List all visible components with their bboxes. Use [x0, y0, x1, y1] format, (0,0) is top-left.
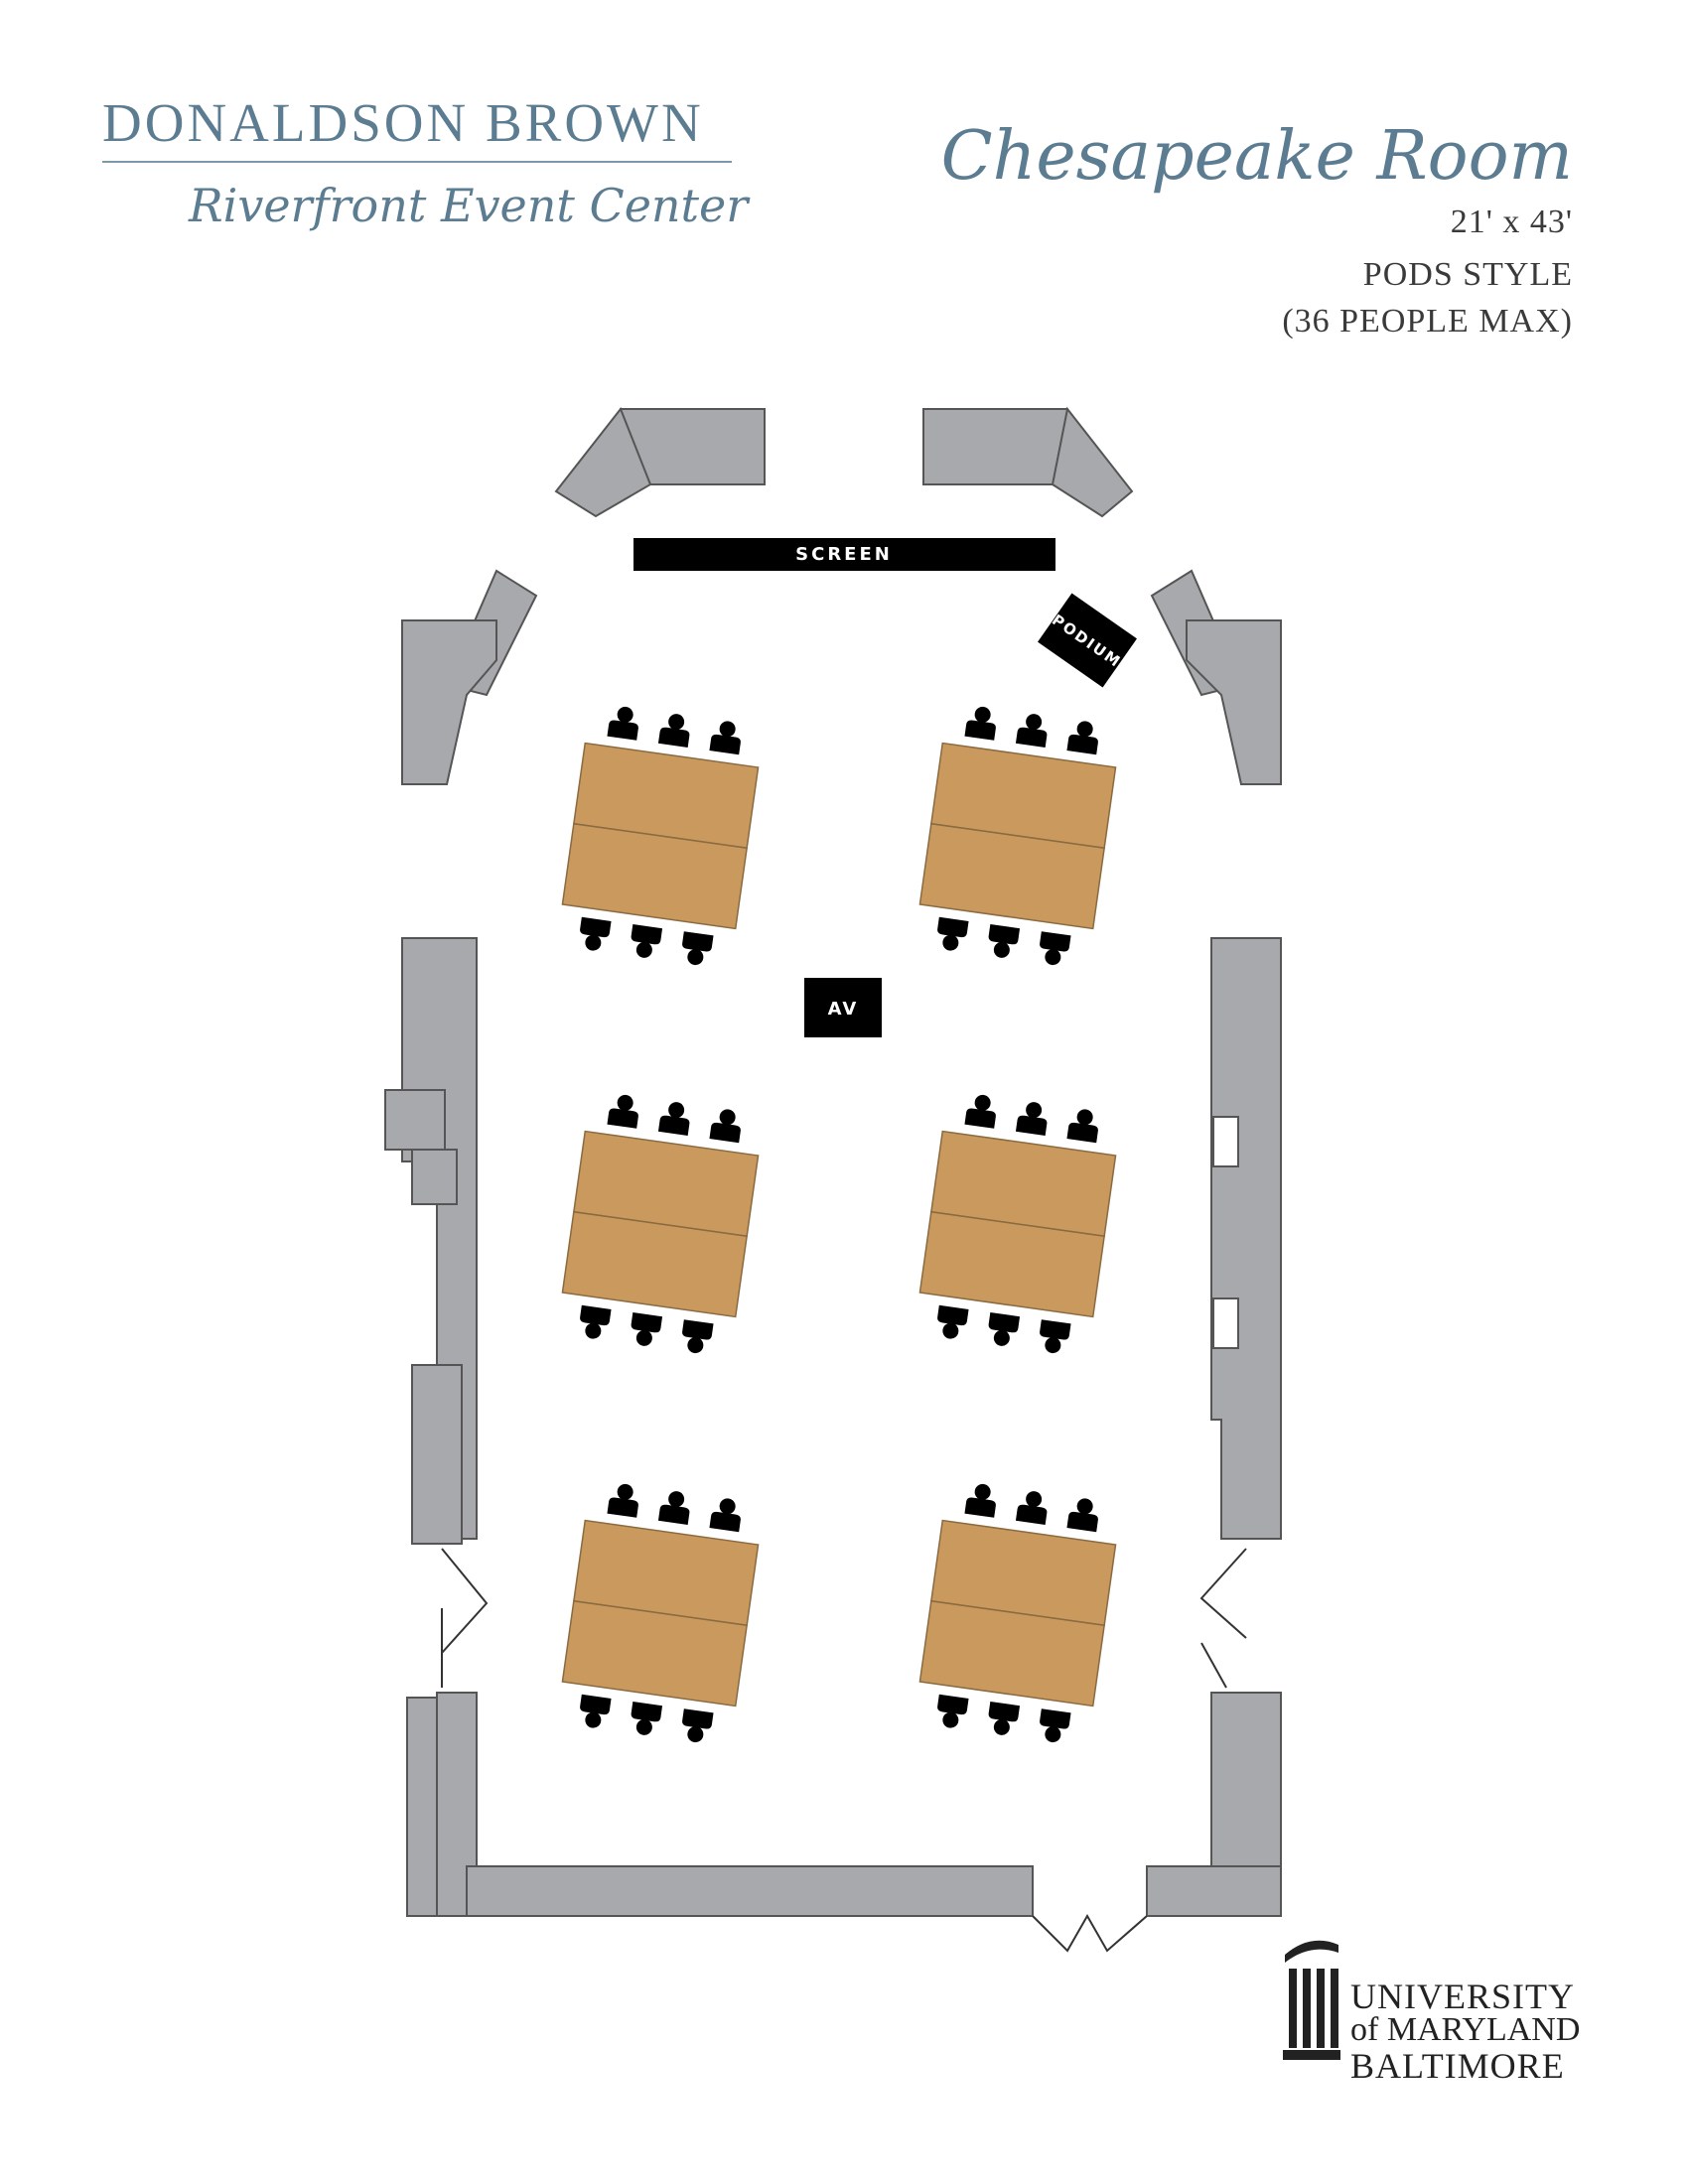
pod-table-group	[561, 1483, 760, 1743]
pod-table-group	[561, 706, 760, 966]
chair-icon	[709, 1109, 741, 1144]
wall-right-niche-1	[1212, 1116, 1239, 1167]
chair-icon	[988, 1702, 1021, 1735]
room-name: Chesapeake Room	[940, 117, 1573, 196]
chair-icon	[937, 1304, 969, 1339]
screen-label: SCREEN	[795, 544, 893, 565]
wall-left-upper	[401, 619, 497, 785]
wall-right-main-1	[1210, 937, 1282, 1540]
org-subtitle: Riverfront Event Center	[189, 179, 749, 232]
pod-table-group	[918, 1094, 1117, 1354]
chair-icon	[1066, 721, 1098, 755]
logo-line-university: UNIVERSITY	[1350, 1977, 1575, 2016]
wall-right-niche-2	[1212, 1297, 1239, 1349]
chair-icon	[1066, 1498, 1098, 1533]
chair-icon	[631, 924, 663, 958]
av-label: AV	[828, 999, 859, 1020]
chair-icon	[1040, 931, 1071, 966]
wall-left-pier-1	[384, 1089, 446, 1151]
projection-screen	[633, 538, 1055, 571]
wall-bottom-left	[466, 1865, 1034, 1917]
org-name: DONALDSON BROWN	[102, 92, 704, 153]
pod-table-group	[561, 1094, 760, 1354]
chair-icon	[964, 1483, 996, 1518]
wall-left-pier-3	[411, 1364, 463, 1545]
chair-icon	[580, 1694, 612, 1728]
door-bottom	[1032, 1913, 1148, 1953]
wall-bottom-right	[1146, 1865, 1282, 1917]
pods	[561, 706, 1117, 1743]
chair-icon	[657, 1102, 690, 1136]
chair-icon	[607, 1483, 638, 1518]
chair-icon	[1015, 1102, 1048, 1136]
chair-icon	[657, 714, 690, 748]
chair-icon	[580, 1304, 612, 1339]
wall-right-upper	[1186, 619, 1282, 785]
table-bottom	[561, 1210, 748, 1318]
chair-icon	[709, 721, 741, 755]
wall-left-jamb	[406, 1697, 438, 1917]
chair-icon	[937, 1694, 969, 1728]
chair-icon	[657, 1491, 690, 1525]
table-bottom	[918, 822, 1105, 930]
logo-line-baltimore: BALTIMORE	[1350, 2046, 1565, 2086]
layout-style: PODS STYLE	[1362, 256, 1573, 293]
capacity: (36 PEOPLE MAX)	[1282, 303, 1573, 340]
chair-icon	[1040, 1319, 1071, 1354]
doors	[441, 1548, 1247, 1953]
logo-line-maryland: of MARYLAND	[1350, 2011, 1581, 2048]
chair-icon	[631, 1312, 663, 1346]
logo-divider	[102, 161, 732, 163]
chair-icon	[682, 931, 714, 966]
chair-icon	[1066, 1109, 1098, 1144]
chair-icon	[937, 916, 969, 951]
chair-icon	[1040, 1708, 1071, 1743]
podium-block	[1038, 593, 1137, 688]
chair-icon	[631, 1702, 663, 1735]
university-seal-icon	[1283, 1940, 1340, 2060]
table-bottom	[561, 1599, 748, 1707]
chair-icon	[607, 706, 638, 741]
table-bottom	[918, 1210, 1105, 1318]
pod-table-group	[918, 706, 1117, 966]
door-left	[441, 1548, 489, 1688]
chair-icon	[709, 1498, 741, 1533]
chair-icon	[1015, 714, 1048, 748]
wall-angle-upper-right	[1051, 406, 1134, 518]
av-station: AV	[804, 978, 882, 1037]
chair-icon	[682, 1708, 714, 1743]
chair-icon	[682, 1319, 714, 1354]
chair-icon	[988, 924, 1021, 958]
chair-icon	[607, 1094, 638, 1129]
chair-icon	[988, 1312, 1021, 1346]
pod-table-group	[918, 1483, 1117, 1743]
table-bottom	[918, 1599, 1105, 1707]
chair-icon	[1015, 1491, 1048, 1525]
door-right	[1199, 1548, 1247, 1689]
wall-left-pier-2	[411, 1149, 458, 1205]
chair-icon	[964, 1094, 996, 1129]
room-size: 21' x 43'	[1450, 204, 1573, 240]
screen: SCREEN	[633, 538, 1055, 571]
walls	[384, 406, 1282, 1917]
chair-icon	[964, 706, 996, 741]
av-block	[804, 978, 882, 1037]
chair-icon	[580, 916, 612, 951]
wall-angle-upper-left	[554, 407, 652, 518]
podium: PODIUM	[1038, 593, 1137, 688]
table-bottom	[561, 822, 748, 930]
